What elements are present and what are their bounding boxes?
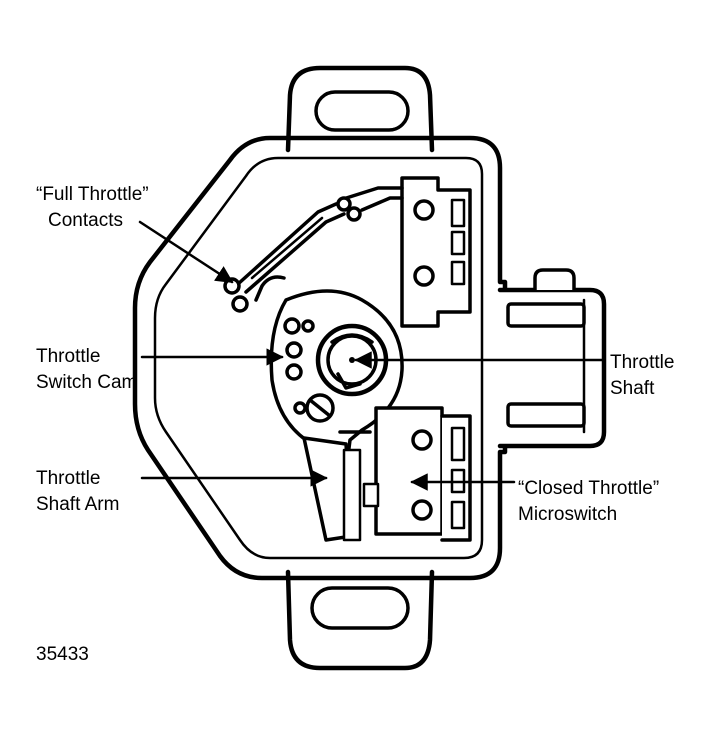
figure-number: 35433 bbox=[36, 644, 89, 665]
full-throttle-contact-leaves bbox=[223, 196, 362, 313]
micro-rivet-2 bbox=[411, 499, 433, 521]
throttle-shaft-hub bbox=[315, 323, 389, 397]
housing-outer-outline bbox=[132, 135, 508, 581]
closed-throttle-microswitch bbox=[338, 406, 472, 542]
upper-rivet-1 bbox=[413, 199, 435, 221]
label-throttle-shaft-line2: Shaft bbox=[610, 378, 655, 399]
label-throttle-shaft-arm-line1: Throttle bbox=[36, 468, 100, 489]
leader-lines bbox=[138, 220, 606, 491]
label-throttle-shaft-arm: Throttle Shaft Arm bbox=[36, 468, 119, 515]
throttle-shaft-arm bbox=[302, 436, 362, 542]
connector-lower-pin bbox=[506, 402, 586, 428]
housing-inner-outline bbox=[153, 156, 484, 560]
connector-upper-pin bbox=[506, 302, 586, 328]
label-full-throttle-contacts-line1: “Full Throttle” bbox=[36, 184, 149, 205]
micro-rivet-1 bbox=[411, 429, 433, 451]
label-throttle-switch-cam-line1: Throttle bbox=[36, 346, 100, 367]
label-throttle-shaft-arm-line2: Shaft Arm bbox=[36, 494, 119, 515]
label-closed-throttle-microswitch: “Closed Throttle” Microswitch bbox=[518, 478, 664, 525]
leader-full-throttle-contacts bbox=[138, 220, 234, 284]
switch-housing bbox=[132, 65, 607, 671]
label-closed-throttle-microswitch-line2: Microswitch bbox=[518, 504, 617, 525]
label-throttle-switch-cam: Throttle Switch Cam bbox=[36, 346, 137, 393]
label-throttle-switch-cam-line2: Switch Cam bbox=[36, 372, 137, 393]
upper-terminal-block bbox=[338, 176, 472, 328]
label-throttle-shaft-line1: Throttle bbox=[610, 352, 674, 373]
label-throttle-shaft: Throttle Shaft bbox=[610, 352, 680, 399]
label-full-throttle-contacts: “Full Throttle” Contacts bbox=[36, 184, 154, 231]
upper-rivet-2 bbox=[413, 265, 435, 287]
label-full-throttle-contacts-line2: Contacts bbox=[48, 210, 123, 231]
bottom-mounting-slot bbox=[310, 586, 410, 630]
microswitch-body bbox=[374, 406, 444, 536]
top-mounting-slot bbox=[314, 90, 410, 132]
contact-screw-2 bbox=[231, 295, 249, 313]
connector-top-tab bbox=[533, 268, 576, 292]
label-closed-throttle-microswitch-line1: “Closed Throttle” bbox=[518, 478, 659, 499]
